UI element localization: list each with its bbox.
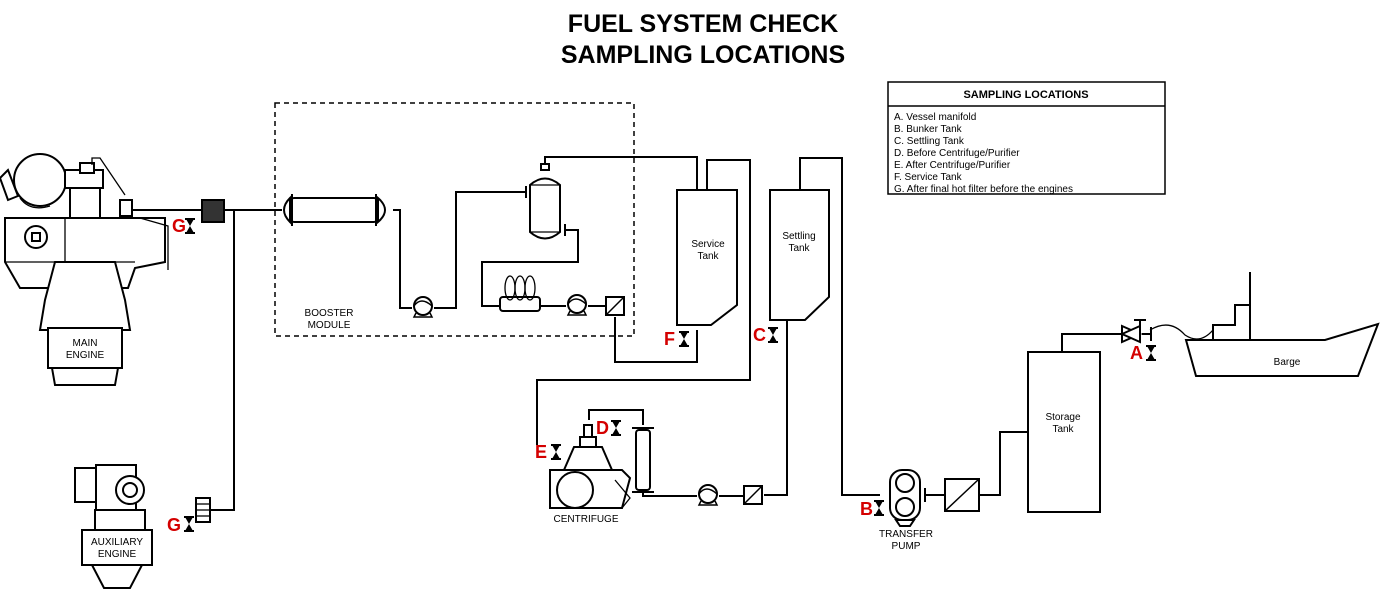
aux-hot-filter (195, 497, 211, 523)
sampling-legend: SAMPLING LOCATIONS A. Vessel manifold B.… (887, 81, 1166, 195)
booster-module-label-1: BOOSTER (305, 308, 354, 319)
sampling-valve-e (551, 444, 561, 460)
booster-module-label-2: MODULE (308, 320, 351, 331)
barge-label: Barge (1274, 357, 1301, 368)
diagram-title-line1: FUEL SYSTEM CHECK (568, 10, 838, 38)
main-hot-filter (201, 199, 225, 223)
booster-pump-2 (567, 294, 587, 316)
auxiliary-engine-label-2: ENGINE (98, 549, 137, 560)
legend-item-d: D. Before Centrifuge/Purifier (894, 148, 1020, 159)
sampling-valve-a (1146, 345, 1156, 361)
centrifuge-label: CENTRIFUGE (554, 514, 619, 525)
legend-item-c: C. Settling Tank (894, 136, 965, 147)
sampling-mark-d: D (596, 418, 609, 438)
legend-item-f: F. Service Tank (894, 172, 963, 183)
auxiliary-engine: AUXILIARY ENGINE (74, 464, 153, 589)
sampling-valve-b (874, 500, 884, 516)
service-tank-label-1: Service (691, 239, 725, 250)
manifold-gate-valve (1119, 319, 1152, 344)
booster-filter (605, 296, 625, 316)
settling-tank-label-2: Tank (788, 243, 810, 254)
booster-pump-1 (413, 296, 433, 318)
sampling-mark-f: F (664, 329, 675, 349)
sampling-mark-e: E (535, 442, 547, 462)
centrifuge: CENTRIFUGE (549, 424, 632, 525)
barge: Barge (1184, 272, 1380, 377)
coil-heater (499, 275, 541, 312)
transfer-pump-label-1: TRANSFER (879, 529, 933, 540)
sampling-mark-c: C (753, 325, 766, 345)
fuel-piping (132, 156, 1214, 511)
settling-tank: Settling Tank (769, 189, 830, 321)
sampling-mark-a: A (1130, 343, 1143, 363)
main-engine: MAIN ENGINE (0, 153, 169, 386)
centrifuge-filter (743, 485, 763, 505)
transfer-pump-label-2: PUMP (892, 541, 921, 552)
booster-module: BOOSTER MODULE (274, 102, 635, 337)
legend-item-a: A. Vessel manifold (894, 112, 976, 123)
service-tank-label-2: Tank (697, 251, 719, 262)
main-engine-label-1: MAIN (73, 338, 98, 349)
sampling-valve-d (611, 420, 621, 436)
sampling-mark-g-aux: G (167, 515, 181, 535)
sampling-mark-g-main: G (172, 216, 186, 236)
legend-item-g: G. After final hot filter before the eng… (894, 184, 1073, 195)
sampling-valve-g-aux (184, 516, 194, 532)
legend-heading: SAMPLING LOCATIONS (963, 89, 1088, 101)
settling-tank-label-1: Settling (782, 231, 815, 242)
auxiliary-engine-label-1: AUXILIARY (91, 537, 143, 548)
transfer-filter (944, 478, 980, 512)
storage-tank-label-1: Storage (1045, 412, 1080, 423)
legend-item-e: E. After Centrifuge/Purifier (894, 160, 1011, 171)
storage-tank-label-2: Tank (1052, 424, 1074, 435)
legend-item-b: B. Bunker Tank (894, 124, 963, 135)
sampling-valve-f (679, 331, 689, 347)
sampling-mark-b: B (860, 499, 873, 519)
diagram-title-line2: SAMPLING LOCATIONS (561, 41, 845, 69)
main-engine-label-2: ENGINE (66, 350, 105, 361)
sampling-valve-c (768, 327, 778, 343)
storage-tank: Storage Tank (1027, 351, 1101, 513)
centrifuge-feed-pump (698, 484, 718, 506)
sampling-valve-g-main (185, 218, 195, 234)
centrifuge-heater (632, 427, 654, 493)
transfer-pump: TRANSFER PUMP (879, 469, 933, 552)
service-tank: Service Tank (676, 189, 738, 326)
